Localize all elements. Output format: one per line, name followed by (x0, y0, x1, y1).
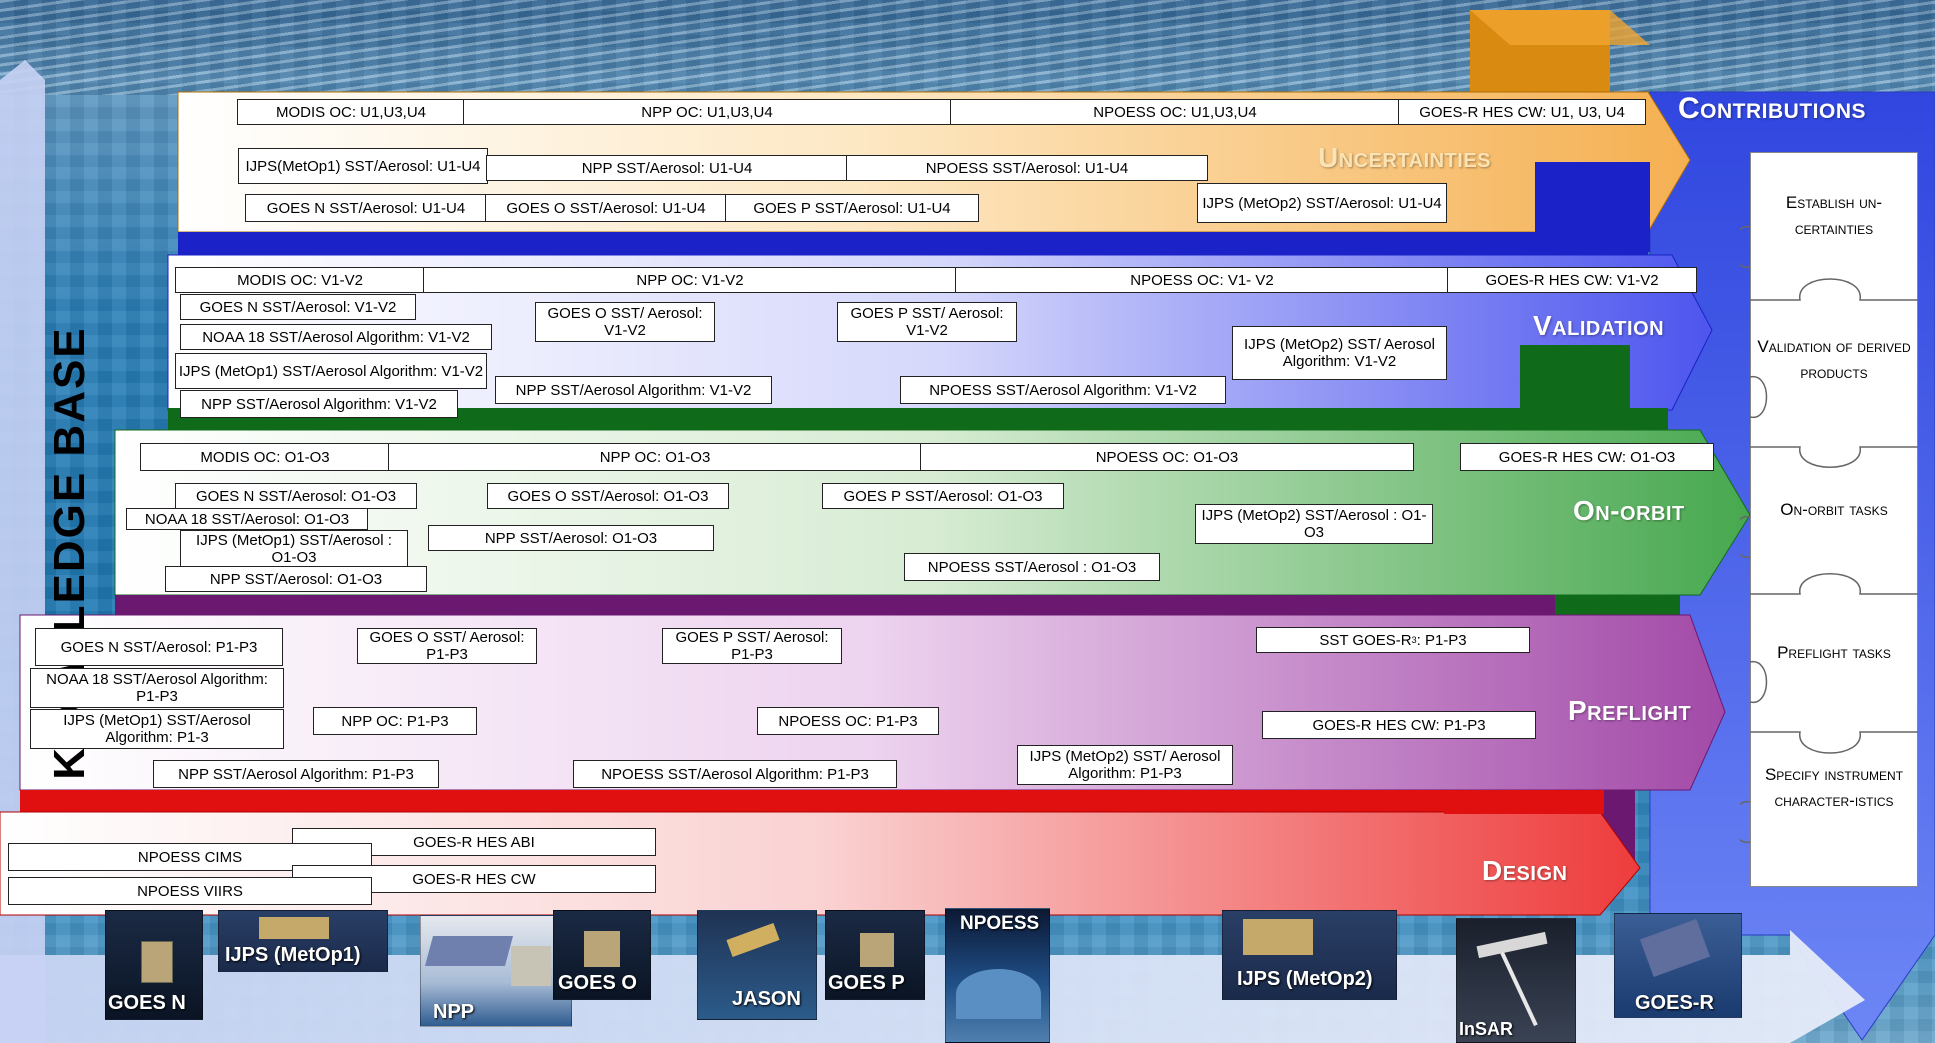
preflight-box: GOES-R HES CW: P1-P3 (1262, 711, 1536, 739)
puzzle-dividers (1740, 226, 1918, 843)
satellite-image: GOES N (105, 910, 203, 1020)
validation-box: NPP OC: V1-V2 (423, 267, 957, 293)
preflight-box-text: SST GOES-R (1319, 631, 1412, 649)
satellite-body (726, 922, 780, 958)
uncertainty-box: GOES-R HES CW: U1, U3, U4 (1398, 99, 1646, 125)
uncertainty-box: IJPS(MetOp1) SST/Aerosol: U1-U4 (238, 148, 488, 184)
validation-box: MODIS OC: V1-V2 (175, 267, 425, 293)
preflight-box: NOAA 18 SST/Aerosol Algorithm: P1-P3 (30, 668, 284, 708)
contribution-task-4: Preflight tasks (1777, 643, 1891, 662)
satellite-body (511, 946, 551, 986)
onorbit-box: IJPS (MetOp1) SST/Aerosol : O1-O3 (180, 530, 408, 568)
preflight-box-text: : P1-P3 (1416, 631, 1467, 649)
satellite-label: GOES P (828, 972, 905, 994)
satellite-image: JASON (697, 910, 817, 1020)
validation-box: GOES P SST/ Aerosol: V1-V2 (837, 302, 1017, 342)
contribution-task-2: Validation of derived products (1757, 337, 1911, 382)
validation-box: GOES N SST/Aerosol: V1-V2 (180, 294, 416, 320)
satellite-image: IJPS (MetOp1) (218, 910, 388, 972)
uncertainty-box: IJPS (MetOp2) SST/Aerosol: U1-U4 (1197, 183, 1447, 223)
validation-box: NPOESS SST/Aerosol Algorithm: V1-V2 (900, 376, 1226, 404)
satellite-body (860, 933, 894, 967)
uncertainty-box: GOES P SST/Aerosol: U1-U4 (725, 194, 979, 222)
validation-box: NPP SST/Aerosol Algorithm: V1-V2 (495, 376, 772, 404)
design-box: NPOESS VIIRS (8, 877, 372, 905)
preflight-box: NPOESS OC: P1-P3 (757, 707, 939, 735)
satellite-label: JASON (732, 988, 801, 1010)
preflight-box: GOES P SST/ Aerosol: P1-P3 (662, 628, 842, 664)
preflight-box: NPOESS SST/Aerosol Algorithm: P1-P3 (573, 760, 897, 788)
contributions-panel (1750, 152, 1918, 887)
validation-box: IJPS (MetOp1) SST/Aerosol Algorithm: V1-… (175, 353, 487, 389)
preflight-box: NPP OC: P1-P3 (313, 707, 477, 735)
satellite-label: NPP (433, 1001, 475, 1023)
satellite-label: IJPS (MetOp1) (225, 944, 361, 966)
phase-label-preflight: Preflight (1568, 695, 1692, 726)
satellite-image: IJPS (MetOp2) (1222, 910, 1397, 1000)
onorbit-box: GOES-R HES CW: O1-O3 (1460, 443, 1714, 471)
validation-box: GOES O SST/ Aerosol: V1-V2 (535, 302, 715, 342)
onorbit-box: GOES P SST/Aerosol: O1-O3 (822, 483, 1064, 509)
onorbit-box: NPP SST/Aerosol: O1-O3 (165, 566, 427, 592)
solar-panel (424, 936, 514, 966)
phase-label-uncertainties: Uncertainties (1318, 142, 1492, 173)
preflight-box: IJPS (MetOp1) SST/Aerosol Algorithm: P1-… (30, 709, 284, 749)
onorbit-box: NPP OC: O1-O3 (388, 443, 922, 471)
satellite-label: GOES N (108, 992, 186, 1014)
satellite-image: GOES O (553, 910, 651, 1000)
uncertainty-box: NPOESS OC: U1,U3,U4 (950, 99, 1400, 125)
phase-label-validation: Validation (1533, 310, 1665, 341)
onorbit-box: NOAA 18 SST/Aerosol: O1-O3 (126, 508, 368, 530)
contribution-task-3: On-orbit tasks (1780, 500, 1888, 519)
phase-label-on-orbit: On-orbit (1573, 495, 1685, 526)
satellite-body (141, 941, 173, 983)
preflight-box: GOES O SST/ Aerosol: P1-P3 (357, 628, 537, 664)
satellite-image: NPP (420, 915, 572, 1027)
satellite-label: NPOESS (960, 913, 1040, 934)
phase-label-design: Design (1482, 855, 1568, 886)
earth-horizon (956, 969, 1041, 1019)
preflight-box: IJPS (MetOp2) SST/ Aerosol Algorithm: P1… (1017, 745, 1233, 785)
satellite-image: GOES P (825, 910, 925, 1000)
validation-box: NOAA 18 SST/Aerosol Algorithm: V1-V2 (180, 324, 492, 350)
uncertainty-box: NPP SST/Aerosol: U1-U4 (486, 155, 848, 181)
validation-box: IJPS (MetOp2) SST/ Aerosol Algorithm: V1… (1232, 326, 1447, 380)
satellite-label: GOES O (558, 972, 637, 994)
onorbit-box: GOES O SST/Aerosol: O1-O3 (487, 483, 729, 509)
contributions-title: Contributions (1678, 92, 1866, 125)
uncertainty-box: GOES N SST/Aerosol: U1-U4 (245, 194, 487, 222)
onorbit-box: NPOESS OC: O1-O3 (920, 443, 1414, 471)
contribution-task-5: Specify instrument character-istics (1764, 765, 1904, 810)
contribution-task-1: Establish un-certainties (1785, 193, 1883, 238)
uncertainty-box: MODIS OC: U1,U3,U4 (237, 99, 465, 125)
validation-box: NPP SST/Aerosol Algorithm: V1-V2 (180, 390, 458, 418)
preflight-box: NPP SST/Aerosol Algorithm: P1-P3 (153, 760, 439, 788)
onorbit-box: MODIS OC: O1-O3 (140, 443, 390, 471)
satellite-body (1639, 918, 1711, 978)
satellite-label: GOES-R (1635, 992, 1714, 1014)
onorbit-box: GOES N SST/Aerosol: O1-O3 (175, 483, 417, 509)
satellite-label: IJPS (MetOp2) (1237, 968, 1373, 990)
satellite-image: InSAR (1456, 918, 1576, 1043)
satellite-body (259, 917, 329, 939)
satellite-image: NPOESS (945, 908, 1050, 1043)
validation-box: NPOESS OC: V1- V2 (955, 267, 1449, 293)
satellite-body (1243, 919, 1313, 955)
uncertainty-box: NPOESS SST/Aerosol: U1-U4 (846, 155, 1208, 181)
satellite-body (584, 931, 620, 967)
uncertainty-box: NPP OC: U1,U3,U4 (463, 99, 951, 125)
uncertainty-box: GOES O SST/Aerosol: U1-U4 (485, 194, 727, 222)
radar-antenna (1476, 931, 1548, 959)
validation-box: GOES-R HES CW: V1-V2 (1447, 267, 1697, 293)
onorbit-box: IJPS (MetOp2) SST/Aerosol : O1-O3 (1195, 504, 1433, 544)
preflight-box: GOES N SST/Aerosol: P1-P3 (35, 628, 283, 666)
onorbit-box: NPOESS SST/Aerosol : O1-O3 (904, 553, 1160, 581)
footnote-marker: 3 (1411, 634, 1417, 645)
satellite-image: GOES-R (1614, 913, 1742, 1018)
radar-beam (1500, 951, 1538, 1027)
onorbit-box: NPP SST/Aerosol: O1-O3 (428, 525, 714, 551)
satellite-label: InSAR (1459, 1019, 1513, 1039)
